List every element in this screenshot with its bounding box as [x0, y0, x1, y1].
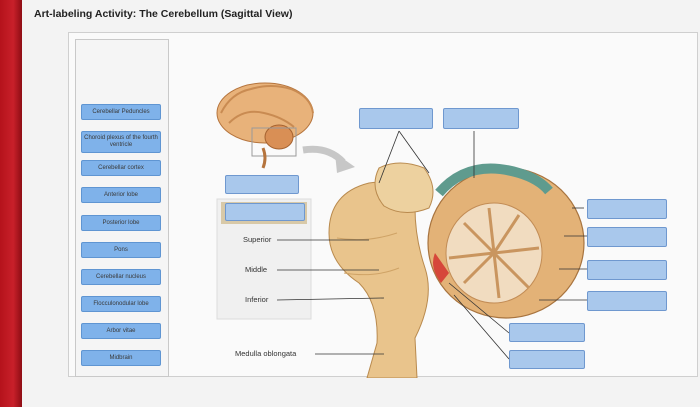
label-chip-arbor-vitae[interactable]: Arbor vitae	[81, 323, 161, 339]
word-bank: Cerebellar Peduncles Choroid plexus of t…	[75, 39, 169, 377]
inferior-label: Inferior	[245, 295, 269, 304]
label-chip-midbrain[interactable]: Midbrain	[81, 350, 161, 366]
leader-lines	[276, 130, 589, 360]
label-chip-choroid-plexus[interactable]: Choroid plexus of the fourth ventricle	[81, 131, 161, 153]
label-chip-cerebellar-cortex[interactable]: Cerebellar cortex	[81, 160, 161, 176]
activity-title: Art-labeling Activity: The Cerebellum (S…	[34, 8, 293, 20]
drop-target-5[interactable]	[587, 199, 667, 219]
cerebellum-section	[427, 163, 585, 319]
drop-target-6[interactable]	[587, 227, 667, 247]
label-chip-flocculonodular-lobe[interactable]: Flocculonodular lobe	[81, 296, 161, 312]
labeling-area: Cerebellar Peduncles Choroid plexus of t…	[68, 32, 698, 378]
choroid-plexus-mark	[433, 253, 449, 283]
brain-thumbnail	[216, 82, 314, 169]
activity-page: Art-labeling Activity: The Cerebellum (S…	[22, 0, 700, 407]
side-accent-strip	[0, 0, 22, 407]
drop-target-4[interactable]	[225, 203, 305, 221]
label-chip-posterior-lobe[interactable]: Posterior lobe	[81, 215, 161, 231]
label-chip-anterior-lobe[interactable]: Anterior lobe	[81, 187, 161, 203]
drop-target-3[interactable]	[225, 175, 299, 194]
brainstem	[328, 162, 434, 378]
drop-target-10[interactable]	[509, 350, 585, 369]
drop-target-9[interactable]	[509, 323, 585, 342]
cerebellum-illustration	[216, 82, 589, 378]
drop-target-2[interactable]	[443, 108, 519, 129]
zoom-arrow-head	[335, 153, 355, 173]
label-chip-cerebellar-nucleus[interactable]: Cerebellar nucleus	[81, 269, 161, 285]
superior-label: Superior	[243, 235, 272, 244]
label-chip-cerebellar-peduncles[interactable]: Cerebellar Peduncles	[81, 104, 161, 120]
middle-label: Middle	[245, 265, 268, 274]
drop-target-7[interactable]	[587, 260, 667, 280]
medulla-oblongata-label: Medulla oblongata	[235, 349, 297, 358]
drop-target-8[interactable]	[587, 291, 667, 311]
label-chip-pons[interactable]: Pons	[81, 242, 161, 258]
drop-target-1[interactable]	[359, 108, 433, 129]
